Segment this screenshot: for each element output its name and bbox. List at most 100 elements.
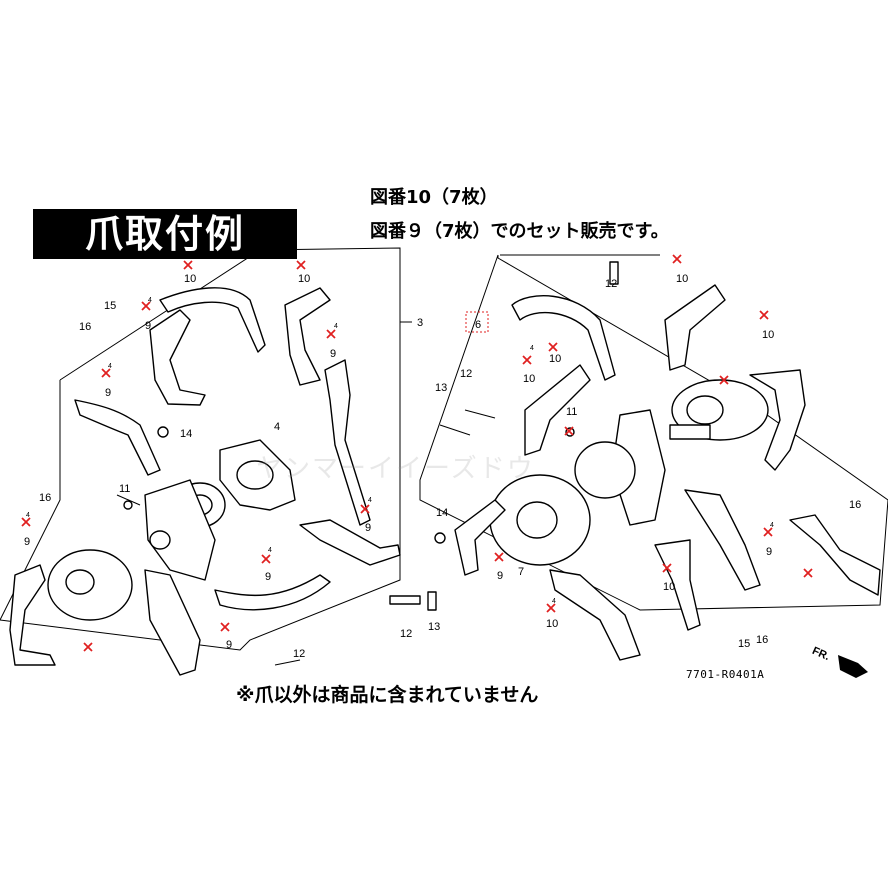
label-14: 14 (180, 428, 192, 440)
cross-mark-icon (546, 603, 556, 613)
label-11: 11 (119, 483, 130, 495)
cross-mark-icon (220, 622, 230, 632)
label-15: 15 (104, 300, 116, 312)
tine-9-right-outer (789, 514, 881, 596)
cross-mark-icon (672, 254, 682, 264)
tine-10-right-far (749, 369, 806, 471)
diagram-code: 7701-R0401A (686, 668, 765, 681)
cross-mark-icon (141, 301, 151, 311)
tine-9-right-mid (684, 489, 761, 591)
sublabel-4: 4 (108, 363, 112, 370)
label-9: 9 (145, 320, 151, 332)
label-14: 14 (436, 507, 448, 519)
label-10: 10 (663, 581, 675, 593)
label-3: 3 (417, 317, 423, 329)
cross-mark-icon (662, 563, 672, 573)
label-16: 16 (39, 492, 51, 504)
tine-10-right-upper (664, 284, 726, 371)
sublabel-4: 4 (530, 345, 534, 352)
label-12: 12 (605, 278, 617, 290)
label-11: 11 (566, 406, 577, 418)
header-line-1: 図番10（7枚） (370, 187, 498, 208)
tine-10-right-top (511, 295, 616, 381)
cross-mark-icon (548, 342, 558, 352)
cross-mark-icon (296, 260, 306, 270)
left-assembly-frame (0, 247, 401, 651)
label-13: 13 (428, 621, 440, 633)
cross-mark-icon (494, 552, 504, 562)
label-10: 10 (676, 273, 688, 285)
tine-9-left-right (324, 359, 371, 526)
label-15: 15 (738, 638, 750, 650)
tine-10-right-mid (524, 364, 591, 456)
label-7: 7 (518, 566, 524, 578)
cross-mark-icon (360, 504, 370, 514)
tine-9-left-upper (149, 309, 206, 406)
cross-mark-icon (261, 554, 271, 564)
front-direction-arrow (838, 655, 868, 678)
label-4: 4 (274, 421, 280, 433)
tine-9-left-bottom (214, 574, 331, 611)
label-10: 10 (523, 373, 535, 385)
label-9: 9 (265, 571, 271, 583)
tine-10-right-lower (654, 539, 701, 631)
sublabel-4: 4 (26, 512, 30, 519)
label-10: 10 (762, 329, 774, 341)
part-number-labels: 3 4 6 7 10 10 9 9 9 9 9 9 9 10 10 10 10 … (24, 273, 861, 660)
tine-9-left-outer-right (144, 569, 201, 676)
label-16: 16 (79, 321, 91, 333)
label-16: 16 (849, 499, 861, 511)
sublabel-4: 4 (268, 547, 272, 554)
title-badge: 爪取付例 (33, 209, 297, 259)
watermark: ヤンマーイイーズドウ (256, 454, 535, 484)
tine-10-left-top (159, 287, 266, 353)
cross-mark-icon (83, 642, 93, 652)
red-cross-marks (21, 254, 813, 652)
tine-9-left-outer (9, 564, 56, 666)
cross-mark-icon (564, 426, 574, 436)
label-6: 6 (475, 319, 481, 331)
label-12: 12 (460, 368, 472, 380)
label-9: 9 (24, 536, 30, 548)
cross-mark-icon (719, 375, 729, 385)
label-12: 12 (400, 628, 412, 640)
sublabel-4: 4 (770, 522, 774, 529)
cross-mark-icon (522, 355, 532, 365)
sublabel-4: 4 (148, 297, 152, 304)
sublabel-4: 4 (368, 497, 372, 504)
label-12: 12 (293, 648, 305, 660)
cross-mark-icon (759, 310, 769, 320)
footer-note: ※爪以外は商品に含まれていません (236, 684, 539, 706)
label-10: 10 (298, 273, 310, 285)
sublabel-4: 4 (334, 323, 338, 330)
label-10: 10 (184, 273, 196, 285)
cross-mark-icon (183, 260, 193, 270)
label-16: 16 (756, 634, 768, 646)
tine-9-left-lower-right (299, 519, 401, 566)
cross-mark-icon (763, 527, 773, 537)
sublabel-4: 4 (552, 598, 556, 605)
highlight-box-6 (465, 311, 489, 333)
tine-10-right-bottom (549, 569, 641, 661)
header-line-2: 図番９（7枚）でのセット販売です。 (370, 221, 669, 242)
label-9: 9 (226, 639, 232, 651)
label-10: 10 (546, 618, 558, 630)
tine-10-left-right (284, 287, 331, 386)
flange-plate-left (144, 479, 216, 581)
hub-right (574, 441, 636, 499)
cross-mark-icon (101, 368, 111, 378)
label-13: 13 (435, 382, 447, 394)
cross-mark-icon (326, 329, 336, 339)
cross-mark-icon (803, 568, 813, 578)
label-9: 9 (497, 570, 503, 582)
label-10: 10 (549, 353, 561, 365)
label-9: 9 (330, 348, 336, 360)
label-9: 9 (766, 546, 772, 558)
tine-9-left-mid (74, 399, 161, 476)
label-9: 9 (105, 387, 111, 399)
cross-mark-icon (21, 517, 31, 527)
label-9: 9 (365, 522, 371, 534)
tine-9-right-left (454, 499, 506, 576)
